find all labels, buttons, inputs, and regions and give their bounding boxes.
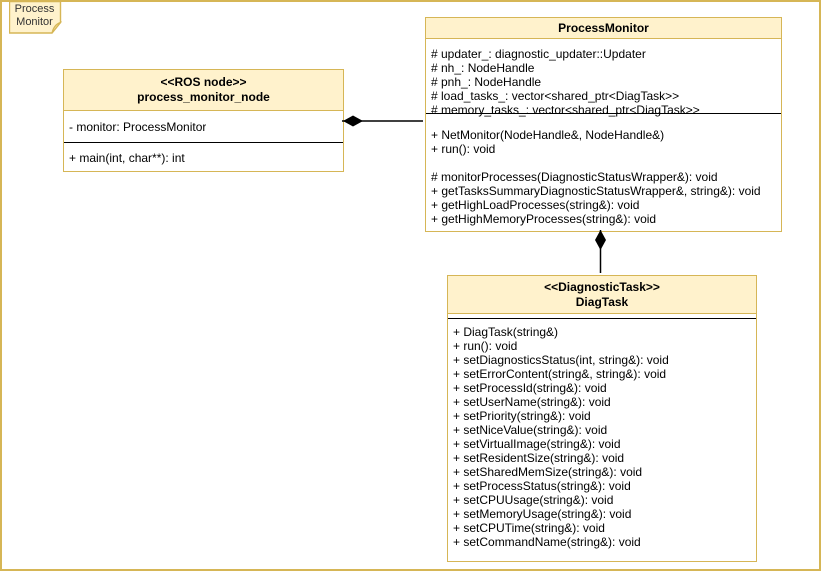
class-methods-section: + DiagTask(string&) + run(): void + setD…	[448, 319, 756, 562]
class-methods-section: + main(int, char**): int	[64, 143, 343, 172]
class-header: ProcessMonitor	[426, 18, 781, 39]
class-header: <<DiagnosticTask>> DiagTask	[448, 276, 756, 314]
class-method: + setSharedMemSize(string&): void	[453, 465, 643, 479]
class-attributes-section-empty	[448, 314, 756, 319]
class-attribute: # nh_: NodeHandle	[431, 61, 535, 75]
class-name: DiagTask	[575, 294, 629, 309]
class-method: + getHighLoadProcesses(string&): void	[431, 198, 640, 212]
class-method: + NetMonitor(NodeHandle&, NodeHandle&)	[431, 128, 665, 142]
class-method: + DiagTask(string&)	[453, 325, 559, 339]
class-method: + setErrorContent(string&, string&): voi…	[453, 367, 667, 381]
class-method: + setProcessStatus(string&): void	[453, 479, 631, 493]
class-attributes-section: # updater_: diagnostic_updater::Updater …	[426, 39, 781, 117]
frame-tab-label: Process Monitor	[9, 3, 60, 29]
class-method: + setNiceValue(string&): void	[453, 423, 608, 437]
class-attribute: # memory_tasks_: vector<shared_ptr<DiagT…	[431, 103, 700, 117]
class-attributes-section: - monitor: ProcessMonitor	[64, 111, 343, 143]
class-box-process-monitor-node: <<ROS node>> process_monitor_node - moni…	[63, 69, 344, 172]
class-method: + setCommandName(string&): void	[453, 535, 641, 549]
class-method: # monitorProcesses(DiagnosticStatusWrapp…	[431, 170, 718, 184]
composition-diamond-icon	[343, 115, 363, 127]
class-box-diag-task: <<DiagnosticTask>> DiagTask + DiagTask(s…	[447, 275, 757, 562]
class-attribute: # load_tasks_: vector<shared_ptr<DiagTas…	[431, 89, 680, 103]
class-method: + setMemoryUsage(string&): void	[453, 507, 632, 521]
composition-diamond-icon	[595, 230, 606, 250]
class-stereotype: <<ROS node>>	[160, 75, 247, 89]
class-method: + setVirtualImage(string&): void	[453, 437, 621, 451]
class-method: + run(): void	[431, 142, 496, 156]
frame-tab: Process Monitor	[9, 2, 62, 34]
class-method: + main(int, char**): int	[69, 150, 185, 165]
class-attribute: # updater_: diagnostic_updater::Updater	[431, 47, 646, 61]
class-header: <<ROS node>> process_monitor_node	[64, 70, 343, 111]
class-method: + setProcessId(string&): void	[453, 381, 607, 395]
blank-line	[426, 156, 781, 170]
class-attribute: # pnh_: NodeHandle	[431, 75, 542, 89]
class-method: + getHighMemoryProcesses(string&): void	[431, 212, 657, 226]
class-stereotype: <<DiagnosticTask>>	[544, 279, 660, 294]
class-method: + setUserName(string&): void	[453, 395, 611, 409]
class-name: ProcessMonitor	[558, 20, 649, 35]
frame-tab-line2: Monitor	[16, 16, 53, 28]
note-shape-icon	[9, 2, 62, 34]
class-attribute: - monitor: ProcessMonitor	[69, 119, 207, 134]
class-method: + run(): void	[453, 339, 518, 353]
class-method: + setDiagnosticsStatus(int, string&): vo…	[453, 353, 669, 367]
class-method: + setCPUTime(string&): void	[453, 521, 605, 535]
frame-tab-line1: Process	[14, 3, 55, 15]
class-method: + setResidentSize(string&): void	[453, 451, 625, 465]
class-box-process-monitor: ProcessMonitor # updater_: diagnostic_up…	[425, 17, 782, 232]
class-method: + setCPUUsage(string&): void	[453, 493, 614, 507]
class-methods-section: + NetMonitor(NodeHandle&, NodeHandle&) +…	[426, 114, 781, 232]
class-name: process_monitor_node	[137, 90, 270, 104]
class-method: + getTasksSummaryDiagnosticStatusWrapper…	[431, 184, 761, 198]
class-method: + setPriority(string&): void	[453, 409, 591, 423]
